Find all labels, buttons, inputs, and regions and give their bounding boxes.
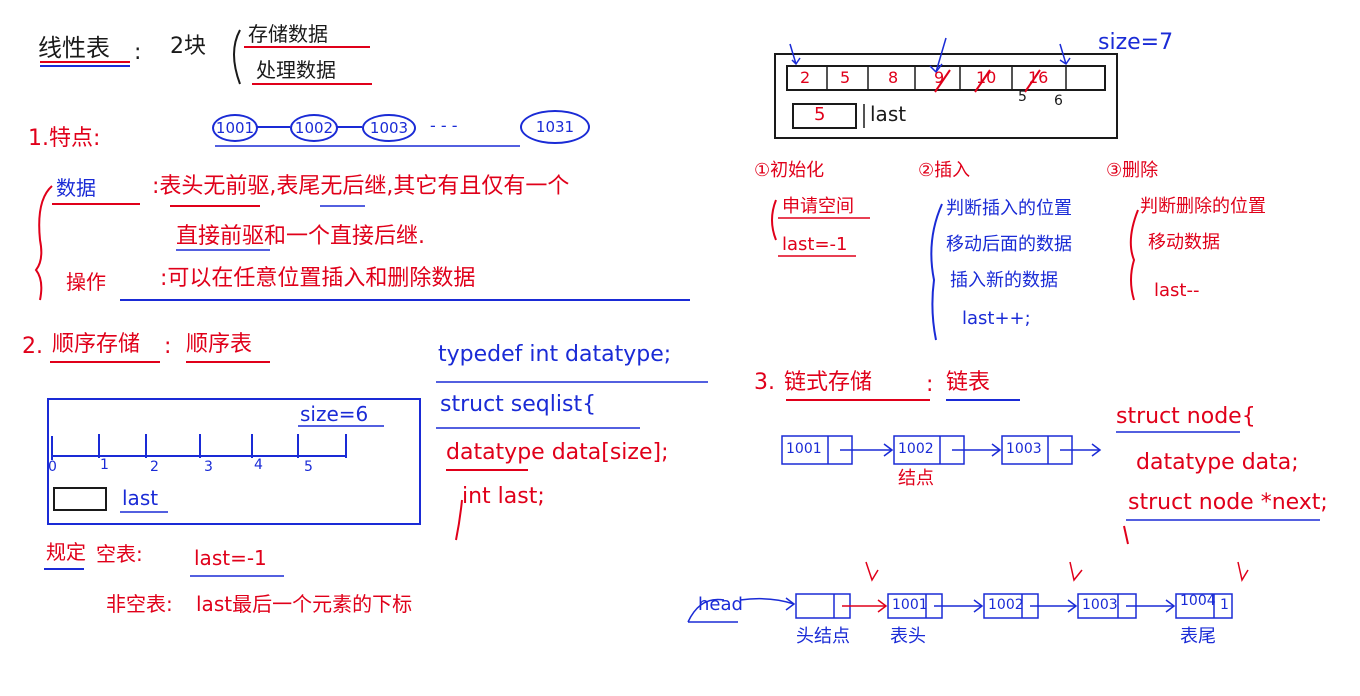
- seqlist-index-4: 4: [254, 457, 263, 473]
- op-insert-title: ②插入: [918, 160, 971, 181]
- section2-number: 2.: [22, 334, 43, 359]
- op-insert-step-3: 插入新的数据: [950, 270, 1058, 291]
- seqlist-size: size=6: [300, 402, 369, 426]
- array-last-label: last: [870, 102, 907, 126]
- code2-line-2: datatype data;: [1136, 450, 1299, 475]
- seqlist-index-2: 2: [150, 459, 159, 475]
- code2-line-1: struct node{: [1116, 404, 1256, 429]
- rules-label: 规定: [46, 540, 86, 564]
- ll2-node-1002: 1002: [988, 597, 1024, 613]
- ll2-label-head-node: 头结点: [796, 626, 850, 647]
- op-delete-title: ③删除: [1106, 160, 1159, 181]
- title-linear-list: 线性表: [38, 34, 110, 62]
- section1-heading: 1.特点:: [28, 126, 101, 151]
- section2-name: 顺序表: [186, 332, 253, 357]
- bubble-node-1: 1001: [212, 114, 258, 142]
- array-below-5: 5: [1018, 89, 1027, 105]
- code1-line-3: datatype data[size];: [446, 440, 669, 465]
- section2-colon: :: [164, 334, 172, 359]
- seqlist-index-0: 0: [48, 459, 57, 475]
- array-cell-0: 2: [800, 68, 811, 87]
- title-colon: :: [134, 40, 142, 65]
- ll2-head-label: head: [698, 594, 743, 615]
- op-insert-step-4: last++;: [962, 308, 1031, 329]
- seqlist-index-3: 3: [204, 459, 213, 475]
- ll1-node-label: 结点: [898, 468, 934, 489]
- ll2-node-1003: 1003: [1082, 597, 1118, 613]
- op-delete-step-1: 判断删除的位置: [1140, 196, 1266, 217]
- bubble-node-last: 1031: [520, 110, 590, 144]
- array-last-value: 5: [814, 104, 826, 125]
- ll1-node-1: 1001: [786, 441, 822, 457]
- seqlist-index-1: 1: [100, 457, 109, 473]
- seqlist-index-5: 5: [304, 459, 313, 475]
- op-delete-step-2: 移动数据: [1148, 232, 1220, 253]
- bubble-node-2: 1002: [290, 114, 338, 142]
- array-cell-2: 8: [888, 68, 899, 87]
- section3-title: 链式存储: [784, 370, 873, 395]
- ll2-label-first: 表头: [890, 626, 926, 647]
- array-below-6: 6: [1054, 93, 1063, 109]
- array-cell-4: 10: [976, 68, 997, 87]
- section2-title: 顺序存储: [52, 332, 141, 357]
- section1-data-text-2: 直接前驱和一个直接后继.: [176, 224, 425, 249]
- ll2-label-tail: 表尾: [1180, 626, 1216, 647]
- seqlist-last-label: last: [122, 486, 159, 510]
- title-two-parts: 2块: [170, 34, 206, 59]
- rules-empty: 空表:: [96, 542, 143, 566]
- array-cell-3: 9: [934, 68, 945, 87]
- ll2-tail-null: 1: [1220, 597, 1229, 613]
- section3-colon: :: [926, 372, 934, 397]
- op-delete-step-3: last--: [1154, 280, 1200, 301]
- op-insert-step-2: 移动后面的数据: [946, 234, 1072, 255]
- op-insert-step-1: 判断插入的位置: [946, 198, 1072, 219]
- array-size: size=7: [1098, 30, 1174, 55]
- rules-empty-value: last=-1: [194, 546, 267, 570]
- section1-data-label: 数据: [56, 176, 96, 200]
- op-init-step-1: 申请空间: [782, 196, 854, 217]
- rules-nonempty: 非空表:: [106, 592, 173, 616]
- code1-line-2: struct seqlist{: [440, 392, 597, 417]
- array-cell-5: 16: [1028, 68, 1049, 87]
- rules-nonempty-value: last最后一个元素的下标: [196, 592, 413, 616]
- section1-op-text: :可以在任意位置插入和删除数据: [160, 266, 476, 291]
- ll2-node-1004: 1004: [1180, 593, 1216, 609]
- title-store-data: 存储数据: [248, 22, 328, 46]
- array-cell-1: 5: [840, 68, 851, 87]
- code1-line-4: int last;: [462, 484, 545, 509]
- title-process-data: 处理数据: [256, 58, 336, 82]
- ll1-node-3: 1003: [1006, 441, 1042, 457]
- code2-line-3: struct node *next;: [1128, 490, 1328, 515]
- section3-name: 链表: [946, 370, 991, 395]
- ll1-node-2: 1002: [898, 441, 934, 457]
- op-init-title: ①初始化: [754, 160, 825, 181]
- bubble-ellipsis: - - -: [430, 116, 458, 135]
- section1-data-text-1: :表头无前驱,表尾无后继,其它有且仅有一个: [152, 174, 570, 199]
- section3-number: 3.: [754, 370, 775, 395]
- section1-op-label: 操作: [66, 270, 106, 294]
- op-init-step-2: last=-1: [782, 234, 848, 255]
- code1-line-1: typedef int datatype;: [438, 342, 672, 367]
- ll2-node-1001: 1001: [892, 597, 928, 613]
- bubble-node-3: 1003: [362, 114, 416, 142]
